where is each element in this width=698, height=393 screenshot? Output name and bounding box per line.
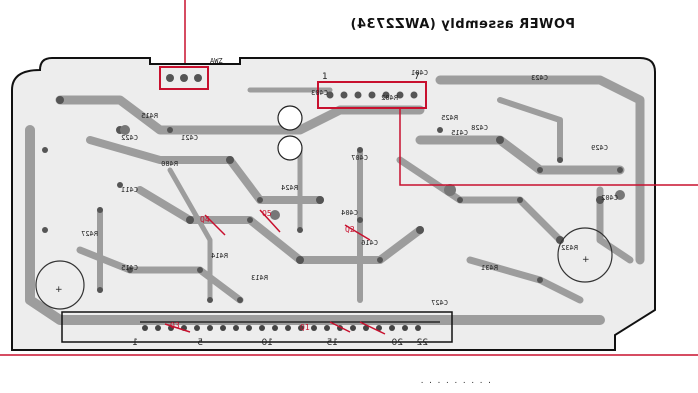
- red-part-labels: Q4 Q5 Q2 Q3 Q1: [170, 209, 355, 332]
- edge-connector: [61, 311, 453, 343]
- part-label: R424: [281, 184, 298, 192]
- mount-hole-2: [277, 135, 303, 161]
- red-marks: [164, 209, 386, 335]
- part-label: C401: [411, 69, 428, 77]
- pin-number: 20: [391, 338, 403, 348]
- part-labels: R415 C422 C421 R480 C411 R427 C415 R414 …: [81, 69, 618, 307]
- part-label: R431: [481, 264, 498, 272]
- pin-number-group: 1 5 10 15 20 22: [132, 338, 428, 348]
- part-label: C411: [121, 186, 138, 194]
- pin-number: 1: [132, 338, 138, 348]
- edge-pads: [142, 325, 421, 331]
- pin-number: 5: [197, 338, 203, 348]
- part-label: R415: [141, 112, 158, 120]
- connector-pin-1: 1: [322, 72, 328, 82]
- polarity-left: +: [55, 285, 63, 295]
- part-label: C404: [341, 209, 358, 217]
- part-label: R480: [161, 160, 178, 168]
- red-part-label: Q4: [200, 215, 210, 224]
- connector-highlight-left: [159, 66, 209, 90]
- connector-highlight-top: [317, 81, 427, 109]
- part-label: R432: [561, 244, 578, 252]
- part-label: R414: [211, 252, 228, 260]
- part-label: R413: [251, 274, 268, 282]
- part-label: C422: [121, 134, 138, 142]
- part-label: R427: [81, 230, 98, 238]
- footer-text: · · · · · · · · ·: [420, 379, 492, 387]
- part-label: C421: [181, 134, 198, 142]
- red-part-label: Q2: [345, 225, 355, 234]
- traces: [25, 75, 645, 325]
- part-label: C407: [351, 154, 368, 162]
- part-label: C427: [431, 299, 448, 307]
- part-label: R402: [381, 94, 398, 102]
- red-part-label: Q5: [262, 209, 272, 218]
- part-label: C423: [531, 74, 548, 82]
- capacitor-left: [35, 260, 85, 310]
- polarity-right: +: [582, 255, 590, 265]
- mount-hole-1: [277, 105, 303, 131]
- part-label: C403: [311, 89, 328, 97]
- part-label: C429: [591, 144, 608, 152]
- part-label: C428: [471, 124, 488, 132]
- leader-line-right: [399, 108, 698, 186]
- pin-number: 22: [417, 338, 428, 348]
- pin-number: 15: [327, 338, 338, 348]
- part-label: R425: [441, 114, 458, 122]
- connector-pin-7: 7: [414, 72, 420, 82]
- part-label: C415: [451, 129, 468, 137]
- capacitor-right: [557, 227, 613, 283]
- board-label: AWZ: [210, 57, 223, 65]
- red-part-label: Q1: [300, 323, 310, 332]
- part-label: C416: [361, 239, 378, 247]
- pads: [42, 96, 625, 303]
- part-label: C402: [601, 194, 618, 202]
- part-label: C415: [121, 264, 138, 272]
- pin-number: 10: [261, 338, 273, 348]
- red-part-label: Q3: [170, 321, 180, 330]
